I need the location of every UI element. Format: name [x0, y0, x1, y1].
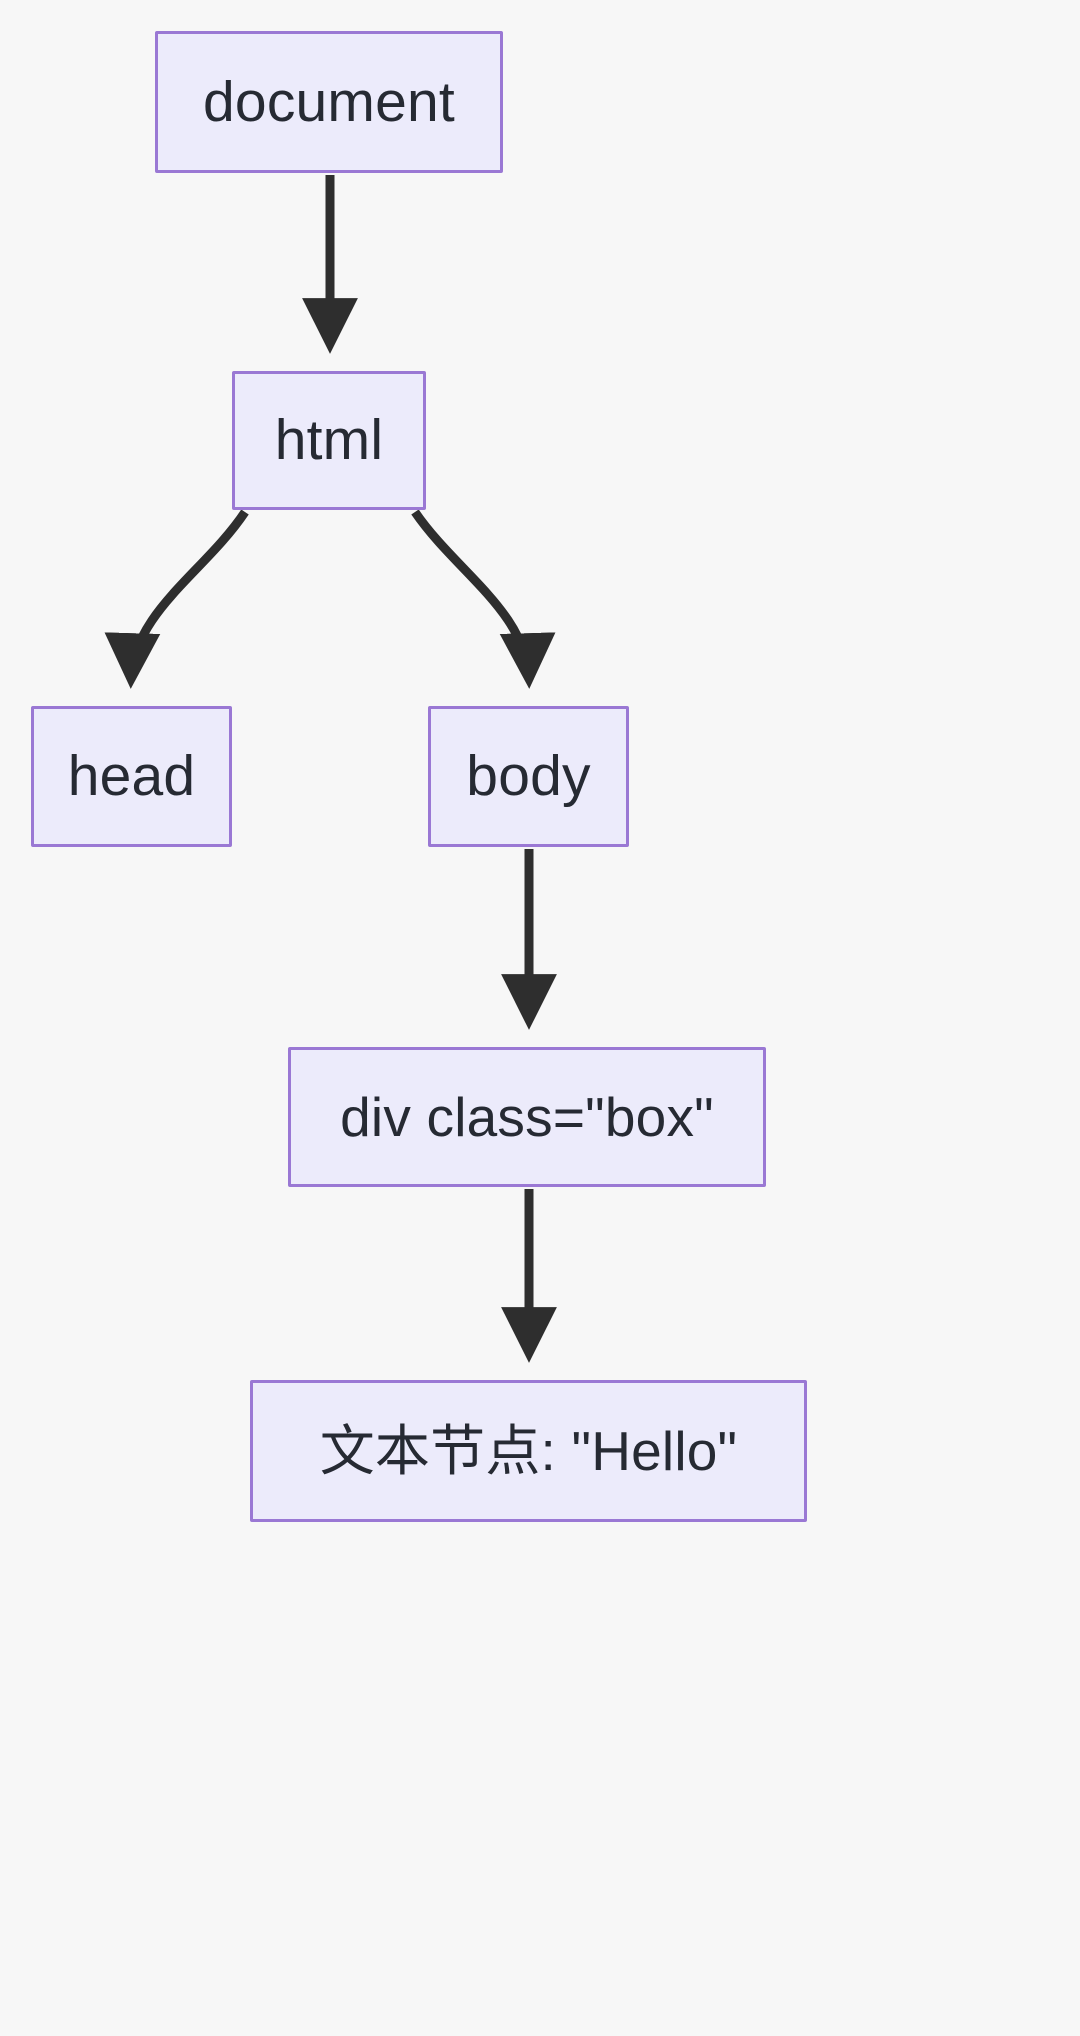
- node-div-box-label: div class="box": [340, 1085, 714, 1148]
- node-text-node-label: 文本节点: "Hello": [319, 1419, 738, 1482]
- node-text-node[interactable]: 文本节点: "Hello": [250, 1380, 807, 1522]
- node-div-box[interactable]: div class="box": [288, 1047, 766, 1187]
- node-body-label: body: [466, 744, 591, 808]
- node-html-label: html: [274, 408, 384, 472]
- node-document[interactable]: document: [155, 31, 503, 173]
- edge-html-to-head: [104, 509, 249, 689]
- node-head-label: head: [67, 744, 196, 808]
- edge-html-to-body: [411, 509, 556, 689]
- node-html[interactable]: html: [232, 371, 426, 510]
- node-head[interactable]: head: [31, 706, 232, 847]
- node-document-label: document: [203, 69, 455, 134]
- node-body[interactable]: body: [428, 706, 629, 847]
